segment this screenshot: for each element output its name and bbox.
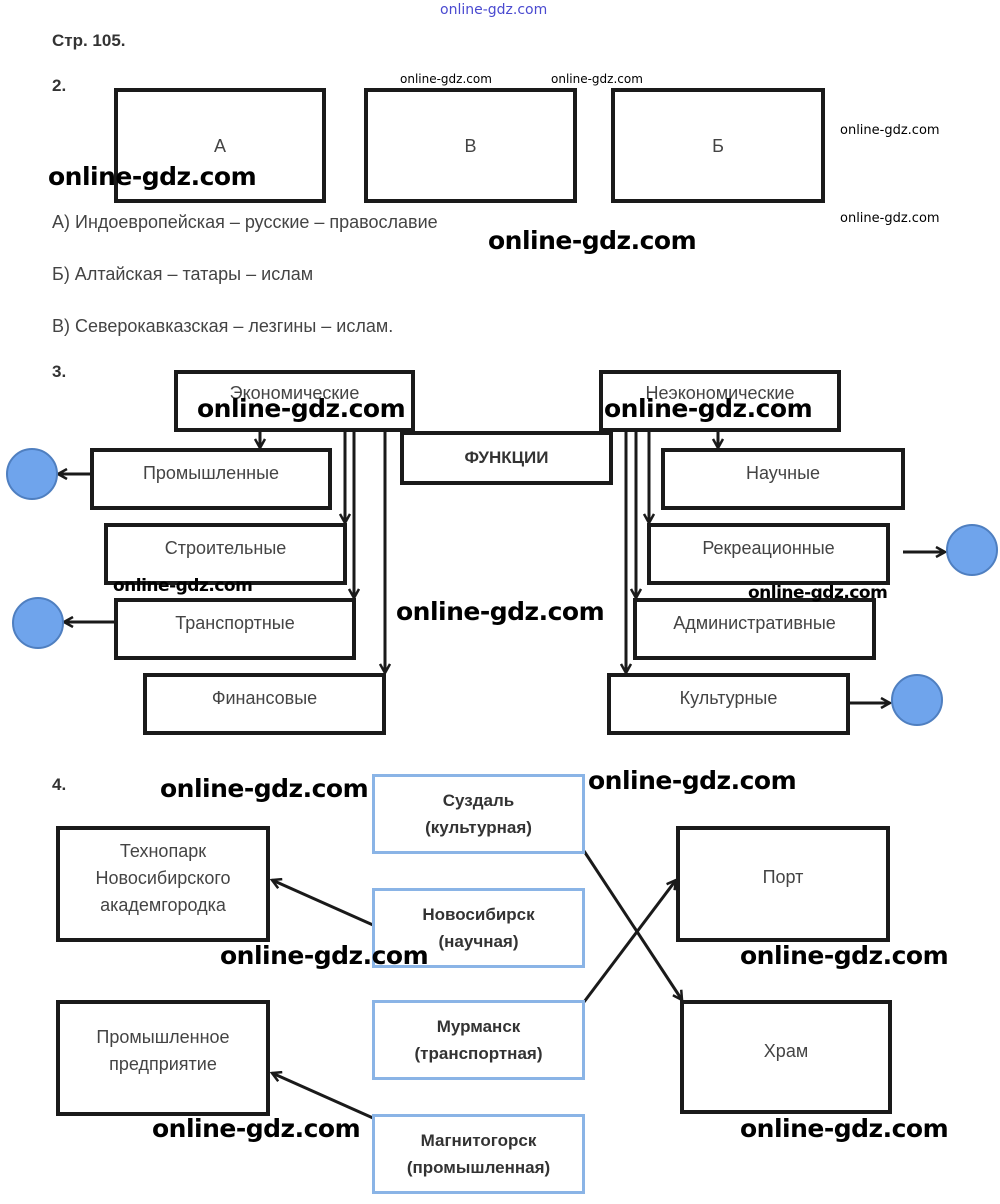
noneconomic-item-label: Научные	[745, 463, 821, 483]
noneconomic-title: Неэкономические	[645, 383, 795, 403]
city-type: (транспортная)	[414, 1044, 543, 1063]
functions-label: ФУНКЦИИ	[464, 448, 549, 467]
watermark: online-gdz.com	[604, 394, 813, 423]
watermark: online-gdz.com	[840, 123, 940, 138]
watermark: online-gdz.com	[48, 162, 257, 191]
page-label: Стр. 105.	[52, 31, 126, 50]
economic-item-construction: Строительные	[104, 523, 347, 585]
arrow-magnitogorsk-to-factory	[272, 1073, 374, 1120]
watermark: online-gdz.com	[440, 2, 548, 18]
economic-item-label: Финансовые	[211, 688, 318, 708]
noneconomic-item-culture: Культурные	[607, 673, 850, 735]
task2-box-a: А	[114, 88, 326, 203]
watermark: online-gdz.com	[748, 583, 888, 603]
watermark: online-gdz.com	[113, 576, 253, 596]
watermark: online-gdz.com	[588, 766, 797, 795]
object-label: Храм	[763, 1041, 809, 1061]
watermark: online-gdz.com	[740, 1114, 949, 1143]
city-box-murmansk: Мурманск (транспортная)	[372, 1000, 585, 1080]
task2-answer-a: А) Индоевропейская – русские – православ…	[52, 212, 438, 232]
task2-box-a-label: А	[213, 135, 226, 156]
object-line: Новосибирского	[95, 868, 231, 888]
economic-title: Экономические	[229, 383, 360, 403]
city-type: (культурная)	[425, 818, 532, 837]
object-line: предприятие	[109, 1054, 217, 1074]
task2-box-v-label: В	[464, 135, 477, 156]
watermark: online-gdz.com	[160, 774, 369, 803]
arrow-novosibirsk-to-technopark	[272, 880, 374, 927]
city-box-suzdal: Суздаль (культурная)	[372, 774, 585, 854]
watermark: online-gdz.com	[488, 226, 697, 255]
watermark: online-gdz.com	[220, 941, 429, 970]
city-name: Новосибирск	[422, 905, 535, 924]
city-name: Мурманск	[436, 1017, 521, 1036]
watermark: online-gdz.com	[551, 72, 643, 86]
economic-item-industrial: Промышленные	[90, 448, 332, 510]
object-box-temple: Храм	[680, 1000, 892, 1114]
arrow-murmansk-to-port	[582, 880, 676, 1003]
arrow-suzdal-to-temple	[582, 850, 682, 1000]
task2-answer-b: Б) Алтайская – татары – ислам	[52, 264, 314, 284]
object-box-port: Порт	[676, 826, 890, 942]
task4-number: 4.	[52, 775, 67, 794]
city-box-magnitogorsk: Магнитогорск (промышленная)	[372, 1114, 585, 1194]
economic-item-label: Строительные	[164, 538, 287, 558]
functions-box: ФУНКЦИИ	[400, 431, 613, 485]
noneconomic-box: Неэкономические	[599, 370, 841, 432]
object-box-factory: Промышленное предприятие	[56, 1000, 270, 1116]
economic-item-label: Промышленные	[142, 463, 280, 483]
economic-item-label: Транспортные	[175, 613, 295, 633]
noneconomic-item-recreation: Рекреационные	[647, 523, 890, 585]
noneconomic-item-label: Административные	[673, 613, 836, 633]
task2-box-v: В	[364, 88, 577, 203]
marker-circle-culture	[891, 674, 943, 726]
economic-box: Экономические	[174, 370, 415, 432]
watermark: online-gdz.com	[197, 394, 406, 423]
city-type: (промышленная)	[406, 1158, 551, 1177]
task3-number: 3.	[52, 362, 67, 381]
watermark: online-gdz.com	[396, 597, 605, 626]
watermark: online-gdz.com	[400, 72, 492, 86]
watermark: online-gdz.com	[840, 211, 940, 226]
city-name: Магнитогорск	[420, 1131, 537, 1150]
task2-box-b-label: Б	[712, 135, 724, 156]
marker-circle-industrial	[6, 448, 58, 500]
city-type: (научная)	[438, 932, 519, 951]
noneconomic-item-label: Рекреационные	[702, 538, 835, 558]
object-label: Порт	[762, 867, 804, 887]
marker-circle-recreation	[946, 524, 998, 576]
economic-item-transport: Транспортные	[114, 598, 356, 660]
watermark: online-gdz.com	[152, 1114, 361, 1143]
task2-number: 2.	[52, 76, 67, 95]
city-box-novosibirsk: Новосибирск (научная)	[372, 888, 585, 968]
object-line: Промышленное	[96, 1027, 230, 1047]
task2-box-b: Б	[611, 88, 825, 203]
marker-circle-transport	[12, 597, 64, 649]
city-name: Суздаль	[442, 791, 515, 810]
noneconomic-item-science: Научные	[661, 448, 905, 510]
watermark: online-gdz.com	[740, 941, 949, 970]
task2-answer-v: В) Северокавказская – лезгины – ислам.	[52, 316, 394, 336]
noneconomic-item-admin: Административные	[633, 598, 876, 660]
noneconomic-item-label: Культурные	[679, 688, 778, 708]
economic-item-finance: Финансовые	[143, 673, 386, 735]
object-line: Технопарк	[119, 841, 207, 861]
object-line: академгородка	[100, 895, 226, 915]
